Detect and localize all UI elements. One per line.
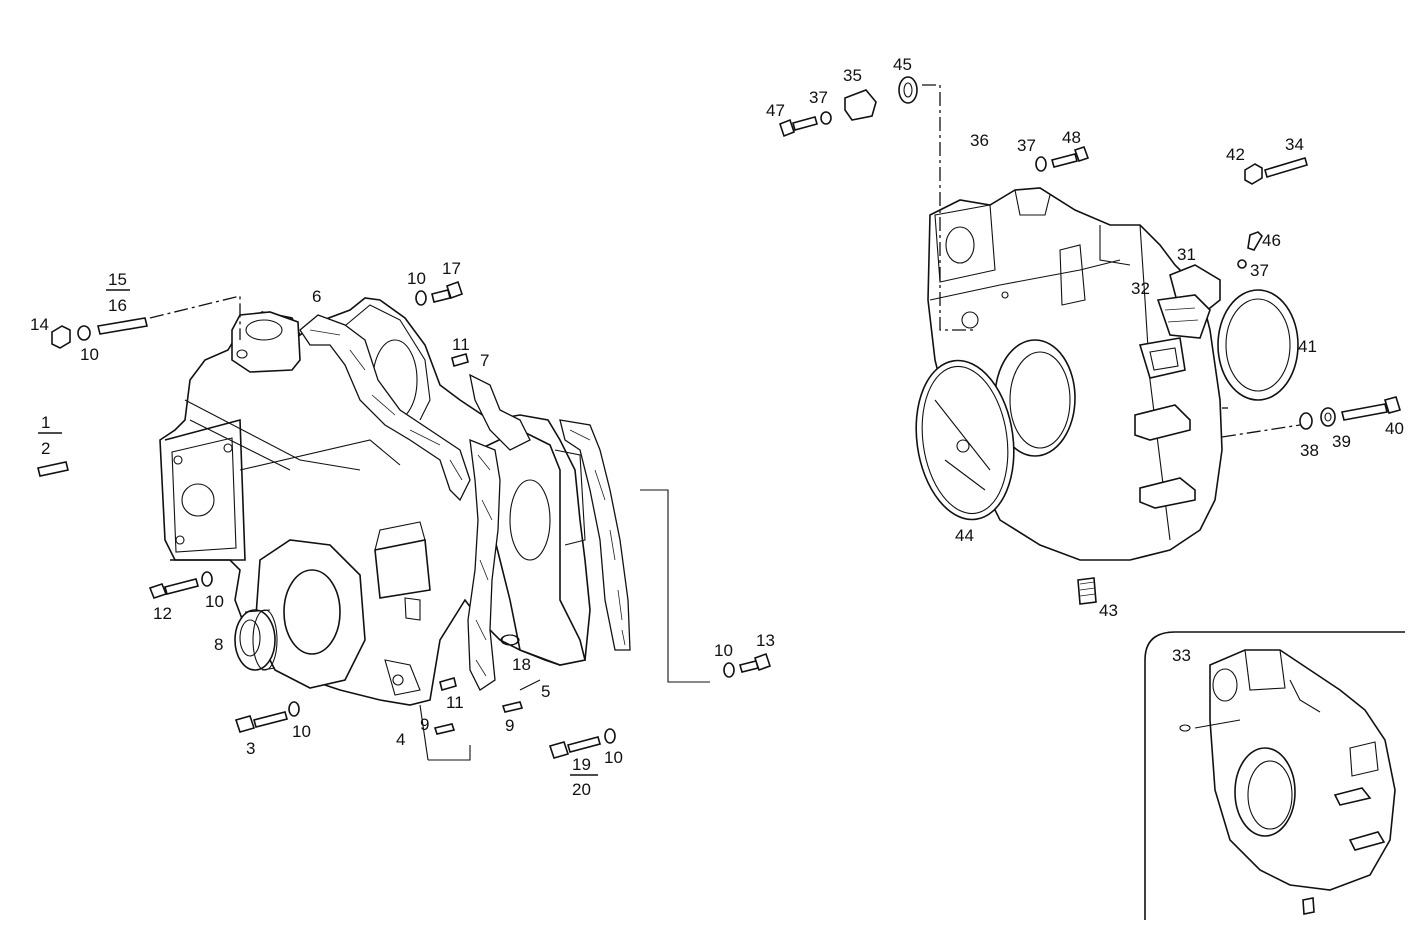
label-35: 35: [843, 66, 862, 85]
label-9b: 9: [505, 716, 514, 735]
inset-variant-housing: [1144, 631, 1405, 920]
label-19-20: 19 20: [570, 755, 598, 799]
label-43: 43: [1099, 601, 1118, 620]
label-10d: 10: [407, 269, 426, 288]
label-42: 42: [1226, 145, 1245, 164]
svg-text:1: 1: [41, 413, 50, 432]
svg-text:15: 15: [108, 270, 127, 289]
label-15-16: 15 16: [106, 270, 130, 315]
label-12: 12: [153, 604, 172, 623]
label-10f: 10: [604, 748, 623, 767]
label-34: 34: [1285, 135, 1304, 154]
label-10b: 10: [205, 592, 224, 611]
label-41: 41: [1298, 337, 1317, 356]
label-32: 32: [1131, 279, 1150, 298]
label-6: 6: [312, 287, 321, 306]
label-36: 36: [970, 131, 989, 150]
label-38: 38: [1300, 441, 1319, 460]
label-10c: 10: [292, 722, 311, 741]
fasteners-right: [779, 76, 1402, 430]
fasteners-left: [37, 280, 772, 759]
timing-cover-assembly: [159, 297, 710, 761]
label-11b: 11: [446, 693, 464, 712]
label-13: 13: [756, 631, 775, 650]
part-labels: 1 2 15 16 19 20 3 4 5 6 7 8 9 9 10 10 10…: [30, 55, 1404, 799]
label-39: 39: [1332, 432, 1351, 451]
label-37a: 37: [809, 88, 828, 107]
label-5: 5: [541, 682, 550, 701]
label-37c: 37: [1250, 261, 1269, 280]
label-47: 47: [766, 101, 785, 120]
label-10a: 10: [80, 345, 99, 364]
label-44: 44: [955, 526, 974, 545]
label-48: 48: [1062, 128, 1081, 147]
label-1-2: 1 2: [38, 413, 62, 458]
svg-text:19: 19: [572, 755, 591, 774]
svg-text:16: 16: [108, 296, 127, 315]
label-40: 40: [1385, 419, 1404, 438]
label-33: 33: [1172, 646, 1191, 665]
label-46: 46: [1262, 231, 1281, 250]
label-18: 18: [512, 655, 531, 674]
label-4: 4: [396, 730, 405, 749]
label-37b: 37: [1017, 136, 1036, 155]
svg-text:20: 20: [572, 780, 591, 799]
label-17: 17: [442, 259, 461, 278]
label-10e: 10: [714, 641, 733, 660]
label-3: 3: [246, 739, 255, 758]
flywheel-housing-assembly: [915, 84, 1301, 605]
label-9a: 9: [420, 715, 429, 734]
svg-text:2: 2: [41, 439, 50, 458]
label-7: 7: [480, 351, 489, 370]
label-31: 31: [1177, 245, 1196, 264]
label-14: 14: [30, 315, 49, 334]
label-8: 8: [214, 635, 223, 654]
label-11a: 11: [452, 335, 470, 354]
label-45: 45: [893, 55, 912, 74]
